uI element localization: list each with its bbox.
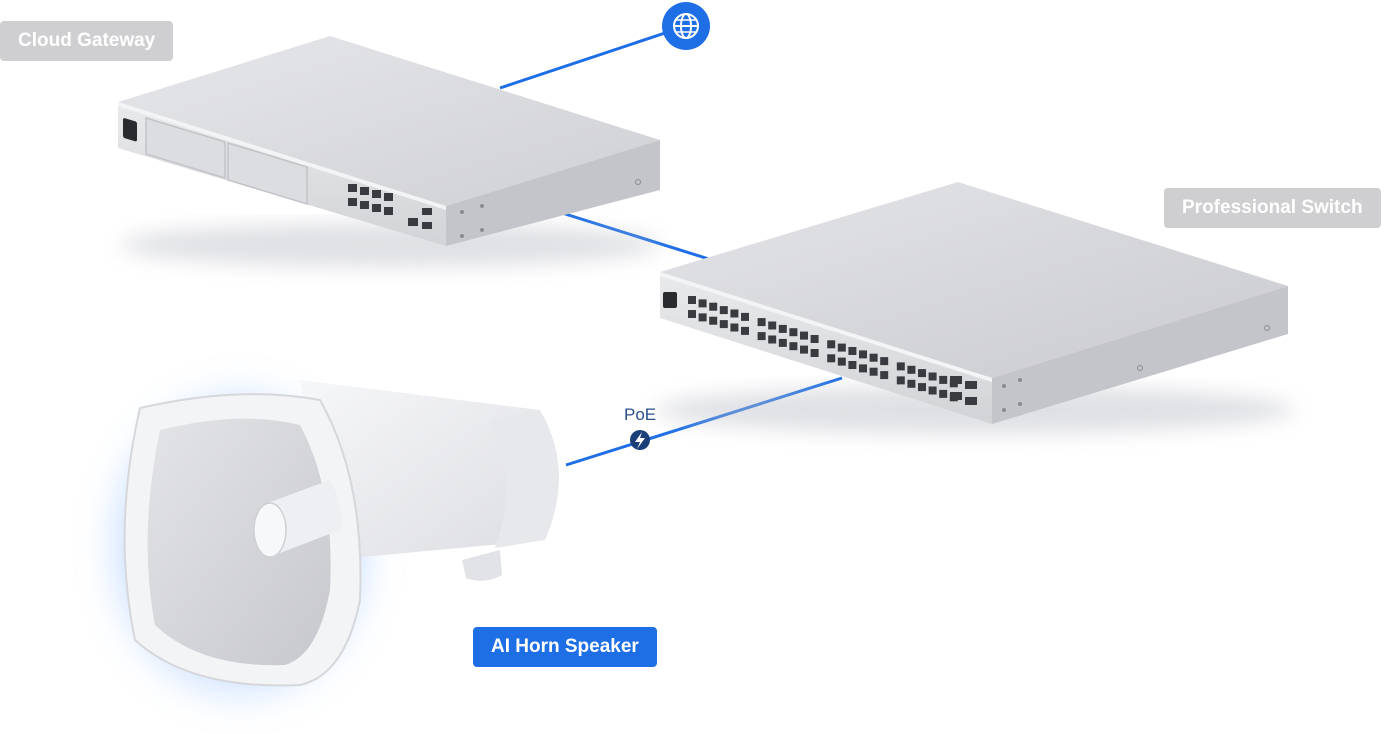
cloud-gateway-label: Cloud Gateway [0,21,174,61]
link-gateway-internet [499,24,687,90]
switch-port [688,296,696,304]
switch-port [730,309,739,318]
lightning-bolt-icon [630,430,650,450]
switch-port [800,345,808,354]
switch-port [778,324,787,333]
switch-port [810,335,819,343]
switch-port [848,347,857,355]
switch-port [859,364,867,373]
switch-port [896,376,905,385]
switch-port [827,354,836,363]
switch-port [698,313,707,322]
switch-port [859,350,867,359]
switch-port [827,340,836,349]
switch-port [880,357,889,366]
switch-port [928,386,937,395]
switch-port [719,306,728,315]
professional-switch-device [655,182,1295,434]
switch-port [688,310,696,318]
ai-horn-speaker-label: AI Horn Speaker [473,627,657,667]
switch-port [907,365,916,374]
ai-horn-speaker-device [95,375,559,715]
switch-port [939,375,948,384]
switch-port [869,353,878,362]
professional-switch-label: Professional Switch [1164,188,1381,228]
switch-port [757,318,766,327]
globe-icon [662,2,710,50]
switch-port [928,372,937,381]
switch-port [789,342,798,351]
switch-port [837,357,846,366]
switch-port [741,326,749,335]
switch-port [800,331,808,340]
switch-port [907,379,916,388]
switch-port [768,335,777,344]
switch-port [757,332,766,341]
switch-port [918,383,926,392]
switch-port [918,369,926,378]
switch-port [768,321,777,330]
switch-port [698,299,707,308]
switch-port [939,389,948,398]
switch-port [741,312,749,321]
cloud-gateway-device [118,36,660,267]
switch-port [719,320,728,329]
switch-port [880,371,889,380]
switch-port [896,362,905,371]
switch-port [778,338,787,347]
switch-port [848,361,857,369]
poe-label: PoE [624,405,657,424]
switch-port [837,343,846,352]
switch-port [810,349,819,357]
switch-port [869,367,878,376]
switch-port [709,316,718,325]
switch-port [789,328,798,337]
switch-port [709,302,718,311]
switch-port [730,323,739,332]
